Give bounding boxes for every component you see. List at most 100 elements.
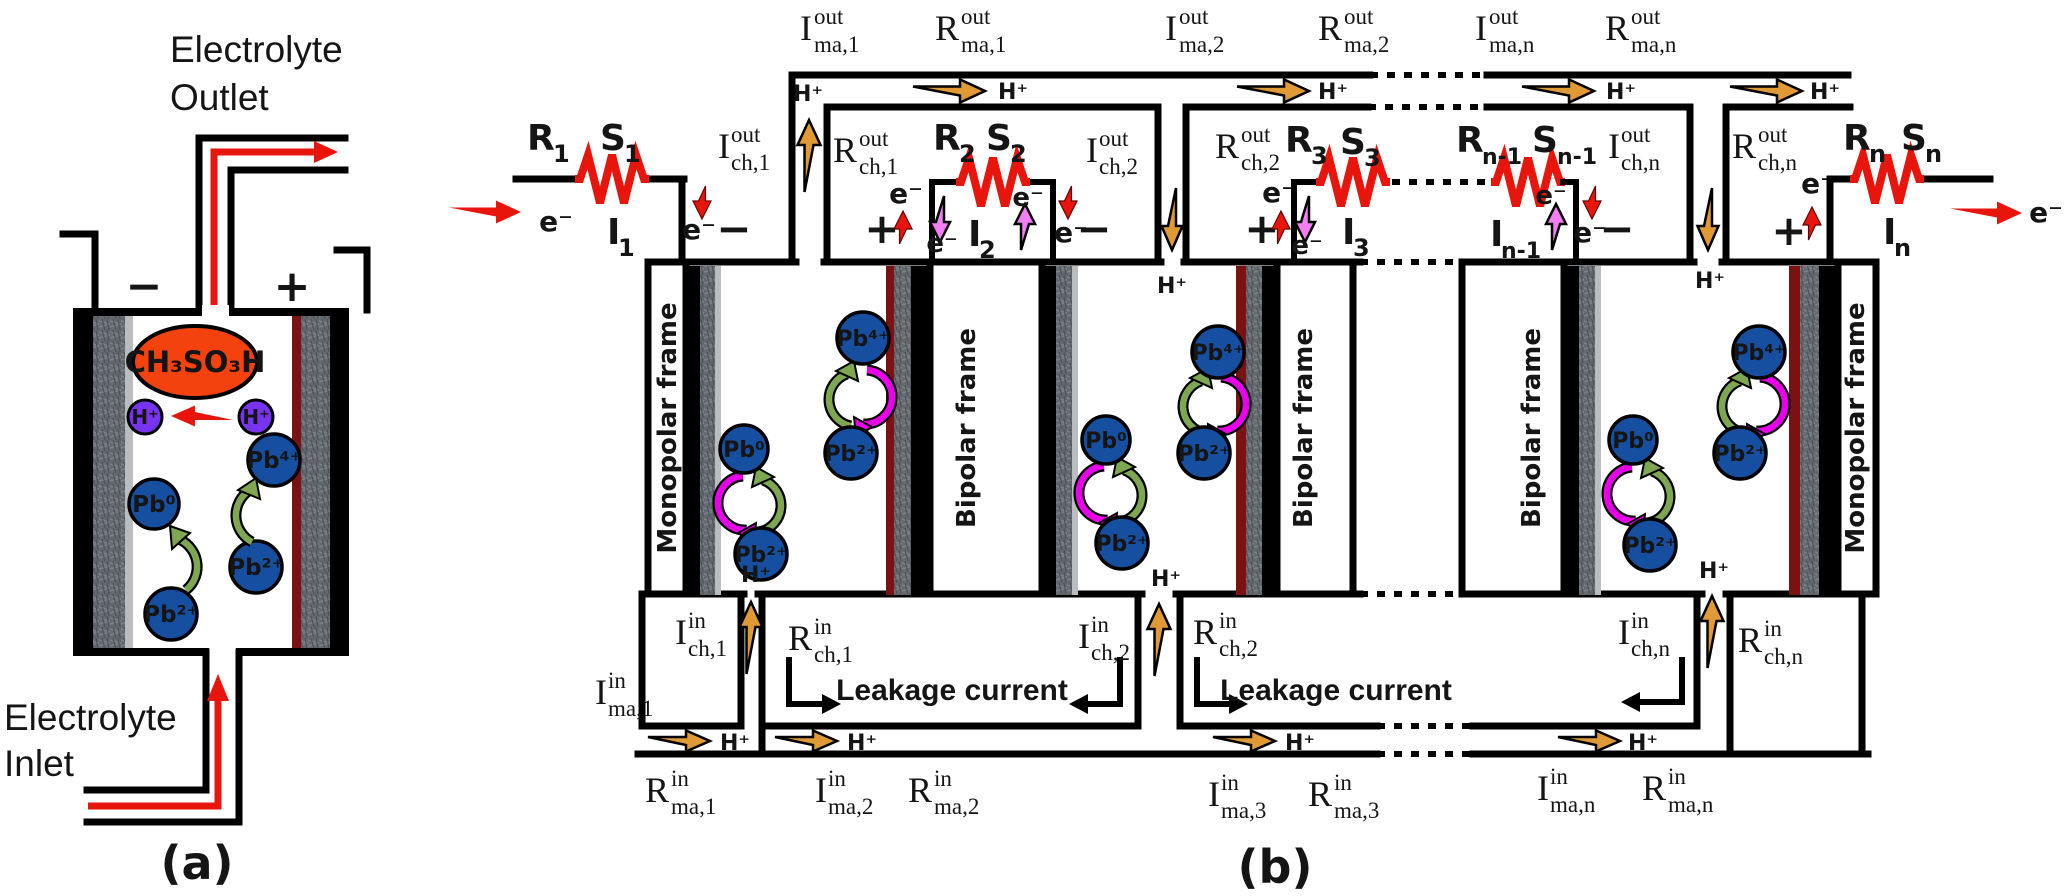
caption-b: (b) [1238,840,1313,894]
outlet-pipe-outer [195,134,349,316]
svg-text:Pb²⁺: Pb²⁺ [1177,442,1230,467]
svg-text:ma,2: ma,2 [828,794,873,819]
svg-text:R: R [1738,620,1762,660]
svg-text:H⁺: H⁺ [1157,274,1187,299]
pb2-ion-a-right [228,539,284,595]
cell-a-pbo2-layer [292,316,301,648]
svg-text:ch,2: ch,2 [1241,150,1280,175]
svg-text:ma,2: ma,2 [1179,32,1224,57]
caption-a: (a) [160,836,233,890]
svg-text:Pb⁴⁺: Pb⁴⁺ [1191,341,1244,366]
bipolar-frame-3-label: Bipolar frame [1517,328,1547,528]
h-ion-left [126,398,164,436]
inlet-label-line2: Inlet [4,743,75,784]
svg-text:R: R [1732,126,1756,166]
svg-text:ch,2: ch,2 [1099,154,1138,179]
svg-text:e⁻: e⁻ [539,205,573,238]
inlet-label-line1: Electrolyte [4,697,177,738]
svg-text:H⁺: H⁺ [1699,559,1729,584]
svg-text:R: R [1456,120,1484,161]
pb0-ion-a-label: Pb⁰ [132,492,175,518]
outlet-pipe-inner [227,166,349,316]
svg-text:out: out [1179,4,1209,29]
shunt-box-2-contents: + e⁻ R3 S3 e⁻ I3 [1244,120,1491,262]
cell-a-bottom-port [209,645,236,659]
celln-inlet-arrow-icon [1699,594,1725,670]
cell-a-pb-layer [125,316,133,648]
svg-text:H⁺: H⁺ [1285,731,1315,756]
bipolar-frame-2 [1273,258,1357,598]
leakage-current-2: Leakage current [1194,657,1685,714]
svg-text:I: I [1608,126,1620,166]
svg-text:ch,1: ch,1 [731,150,770,175]
svg-text:Pb⁰: Pb⁰ [1085,429,1127,454]
svg-text:Pb⁴⁺: Pb⁴⁺ [836,327,889,352]
svg-text:+: + [1771,206,1806,255]
cell1-outlet-arrow-icon [796,118,822,194]
svg-text:e⁻: e⁻ [889,177,923,210]
bipolar-frame-2-label: Bipolar frame [1289,328,1319,528]
pb0-ion-a [127,477,181,531]
cell-a-left-tab [59,230,99,314]
svg-text:Pb²⁺: Pb²⁺ [734,543,787,568]
svg-text:R: R [1318,8,1342,48]
outlet-flow-line [210,148,314,310]
svg-text:3: 3 [1353,234,1370,262]
cell-a-top-port [202,305,229,320]
svg-text:in: in [814,614,832,639]
svg-text:R: R [1642,768,1666,808]
pb4-ion-a [246,432,302,488]
svg-text:out: out [1344,4,1374,29]
svg-text:ch,n: ch,n [1758,150,1797,175]
svg-text:in: in [934,766,952,791]
shunt-box-3 [1483,103,1694,266]
svg-text:ma,3: ma,3 [1334,798,1379,823]
svg-text:I: I [1490,214,1503,255]
svg-text:ch,1: ch,1 [814,642,853,667]
svg-text:ma,3: ma,3 [1221,798,1266,823]
svg-text:Pb²⁺: Pb²⁺ [824,442,877,467]
svg-text:e⁻: e⁻ [1573,216,1607,249]
svg-text:ch,1: ch,1 [859,154,898,179]
svg-text:2: 2 [1010,140,1027,168]
svg-text:I: I [718,126,730,166]
cell-1-ions: Pb⁰ Pb²⁺ Pb⁴⁺ Pb²⁺ H⁺ [718,310,892,588]
svg-text:out: out [961,4,991,29]
svg-text:ma,2: ma,2 [1344,32,1389,57]
monopolar-frame-left [644,258,690,598]
svg-text:1: 1 [624,140,641,168]
svg-text:R: R [933,118,961,159]
svg-text:e⁻: e⁻ [2029,196,2063,229]
acid-label: CH₃SO₃H [125,345,266,379]
pos-terminal-label: + [274,261,311,312]
svg-text:H⁺: H⁺ [720,731,750,756]
acid-bubble [131,324,259,400]
svg-text:n-1: n-1 [1501,239,1541,264]
svg-text:3: 3 [1311,142,1328,170]
svg-text:e⁻: e⁻ [1535,181,1566,211]
cell-a-neg-collector [81,316,93,648]
svg-text:R: R [645,770,669,810]
svg-text:in: in [1550,764,1568,789]
svg-text:ma,2: ma,2 [934,794,979,819]
shunt-box-1 [823,103,1162,266]
monopolar-frame-right-label: Monopolar frame [1841,302,1871,553]
svg-text:S: S [1532,120,1558,161]
top-manifold: H⁺ H⁺ H⁺ H⁺ H⁺ [788,71,1852,266]
svg-text:I: I [1165,8,1177,48]
leakage-current-1: Leakage current [786,657,1123,714]
celln-outlet-arrow-icon [1696,186,1720,252]
svg-text:H⁺: H⁺ [1318,80,1348,105]
panel-a: Electrolyte Outlet − + CH₃SO₃H H⁺ H⁺ Pb⁴… [4,29,371,890]
svg-text:e⁻: e⁻ [1262,176,1296,209]
outlet-flow-arrowhead-icon [314,141,338,163]
svg-text:S: S [1340,122,1366,163]
svg-text:out: out [859,126,889,151]
svg-text:in: in [1219,608,1237,633]
cell-a-right-tab [333,246,371,314]
